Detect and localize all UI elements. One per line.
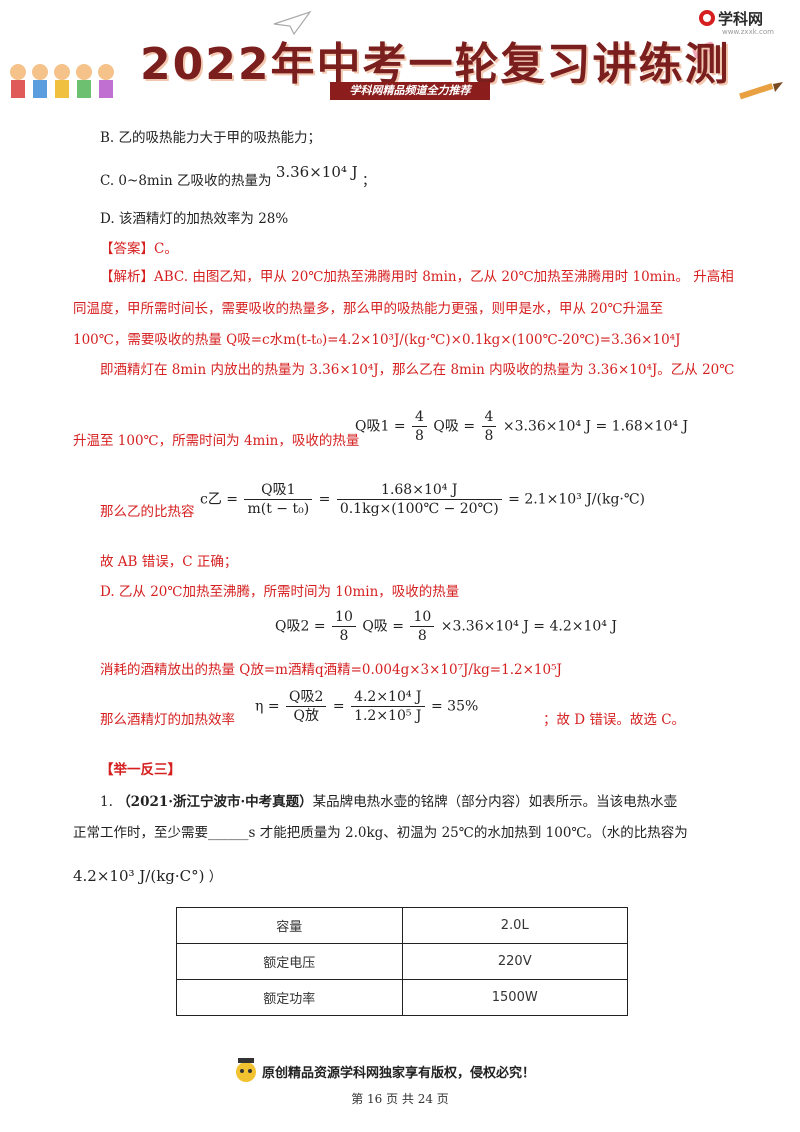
- logo-mark-icon: [699, 10, 715, 26]
- eq1-f1-den: 8: [415, 428, 424, 444]
- eq4-f1-den: Q放: [293, 708, 319, 724]
- question-line-2: 正常工作时，至少需要______s 才能把质量为 2.0kg、初温为 25℃的水…: [73, 825, 688, 841]
- analysis-line-3: 100℃，需要吸收的热量 Q吸=c水m(t-t₀)=4.2×10³J/(kg·℃…: [73, 332, 681, 348]
- option-b: B. 乙的吸热能力大于甲的吸热能力；: [100, 130, 322, 146]
- eq3-rhs: ×3.36×10⁴ J = 4.2×10⁴ J: [440, 618, 617, 635]
- table-cell-value: 220V: [401, 943, 628, 980]
- eq1-f2-den: 8: [484, 428, 494, 444]
- eq4-f1-num: Q吸2: [286, 688, 327, 707]
- eq1-lhs: Q吸1 =: [355, 418, 406, 435]
- page-number: 第 16 页 共 24 页: [351, 1092, 449, 1106]
- eq2-f1-den: m(t − t₀): [247, 501, 310, 517]
- question-line-3: 4.2×10³ J/(kg·C°) ）: [73, 866, 222, 887]
- eq3-f1-num: 10: [332, 608, 356, 627]
- eq3-mid: Q吸 =: [362, 618, 404, 635]
- analysis-line-8: D. 乙从 20℃加热至沸腾，所需时间为 10min，吸收的热量: [100, 584, 460, 600]
- option-d: D. 该酒精灯的加热效率为 28%: [100, 211, 289, 227]
- eq2-lhs: c乙 =: [200, 491, 239, 508]
- option-c-value: 3.36×10⁴ J: [275, 163, 358, 181]
- eq3-f1-den: 8: [339, 628, 349, 644]
- eq2-rhs: = 2.1×10³ J/(kg·℃): [508, 491, 646, 508]
- eq4-f2-den: 1.2×10⁵ J: [354, 708, 422, 724]
- question-source: （2021·浙江宁波市·中考真题）: [117, 794, 313, 810]
- question-line-1: 1. （2021·浙江宁波市·中考真题）某品牌电热水壶的铭牌（部分内容）如表所示…: [100, 792, 677, 812]
- eq4-rhs: = 35%: [431, 698, 479, 715]
- analysis-line-7: 故 AB 错误，C 正确；: [100, 554, 238, 570]
- copyright-notice: 原创精品资源学科网独家享有版权，侵权必究！: [262, 1066, 536, 1081]
- eq2-f2-num: 1.68×10⁴ J: [336, 481, 502, 500]
- site-url: www.zxxk.com: [722, 28, 774, 36]
- eraser-icon: [692, 41, 716, 59]
- banner-title: 2022年中考一轮复习讲练测: [140, 39, 731, 90]
- analysis-line-2: 同温度，甲所需时间长，需要吸收的热量多，那么甲的吸热能力更强，则甲是水，甲从 2…: [73, 301, 664, 317]
- table-cell-label: 额定功率: [176, 979, 403, 1016]
- analysis-line-10-tail: ；故 D 错误。故选 C。: [543, 712, 686, 728]
- table-cell-value: 2.0L: [401, 907, 628, 944]
- analysis-line-5: 升温至 100℃，所需时间为 4min，吸收的热量: [73, 433, 360, 449]
- analysis-line-10: 那么酒精灯的加热效率: [100, 712, 235, 728]
- analysis-line-1: 【解析】ABC. 由图乙知，甲从 20℃加热至沸腾用时 8min，乙从 20℃加…: [100, 269, 734, 285]
- question-number: 1.: [100, 794, 113, 810]
- question-text-1: 某品牌电热水壶的铭牌（部分内容）如表所示。当该电热水壶: [312, 794, 678, 810]
- eq3-f2-num: 10: [410, 608, 435, 627]
- answer: 【答案】C。: [100, 241, 178, 257]
- eq1-f1-num: 4: [412, 408, 427, 427]
- eq1-f2-num: 4: [481, 408, 497, 427]
- eq4-equals: =: [332, 698, 345, 715]
- children-illustration: [10, 64, 114, 98]
- site-logo: 学科网: [718, 10, 764, 28]
- eq2-f1-num: Q吸1: [244, 481, 313, 500]
- banner-subtitle: 学科网精品频道全力推荐: [330, 82, 490, 100]
- option-c-prefix: C. 0~8min 乙吸收的热量为: [100, 173, 272, 189]
- option-c: C. 0~8min 乙吸收的热量为 3.36×10⁴ J ；: [100, 163, 376, 191]
- analysis-line-9: 消耗的酒精放出的热量 Q放=m酒精q酒精=0.004g×3×10⁷J/kg=1.…: [100, 662, 562, 678]
- analysis-line-4: 即酒精灯在 8min 内放出的热量为 3.36×10⁴J，那么乙在 8min 内…: [100, 362, 735, 378]
- eq4-f2-num: 4.2×10⁴ J: [351, 688, 425, 707]
- question-specific-heat: 4.2×10³ J/(kg·C°): [73, 867, 205, 885]
- eq3-lhs: Q吸2 =: [275, 618, 326, 635]
- analysis-line-6: 那么乙的比热容: [100, 504, 195, 520]
- eq2-equals: =: [318, 491, 331, 508]
- table-cell-label: 额定电压: [176, 943, 403, 980]
- eq2-f2-den: 0.1kg×(100℃ − 20℃): [339, 501, 499, 517]
- question-line-3-tail: ）: [208, 869, 223, 885]
- table-cell-label: 容量: [176, 907, 403, 944]
- eq1-rhs: ×3.36×10⁴ J = 1.68×10⁴ J: [502, 418, 689, 435]
- pencil-icon: [739, 82, 783, 100]
- table-cell-value: 1500W: [401, 979, 628, 1016]
- option-c-suffix: ；: [361, 173, 376, 189]
- eq1-mid: Q吸 =: [433, 418, 476, 435]
- eq3-f2-den: 8: [417, 628, 427, 644]
- mascot-icon: [236, 1058, 256, 1082]
- section-title: 【举一反三】: [100, 762, 181, 778]
- eq4-lhs: η =: [255, 698, 280, 715]
- paper-plane-icon: [273, 10, 312, 36]
